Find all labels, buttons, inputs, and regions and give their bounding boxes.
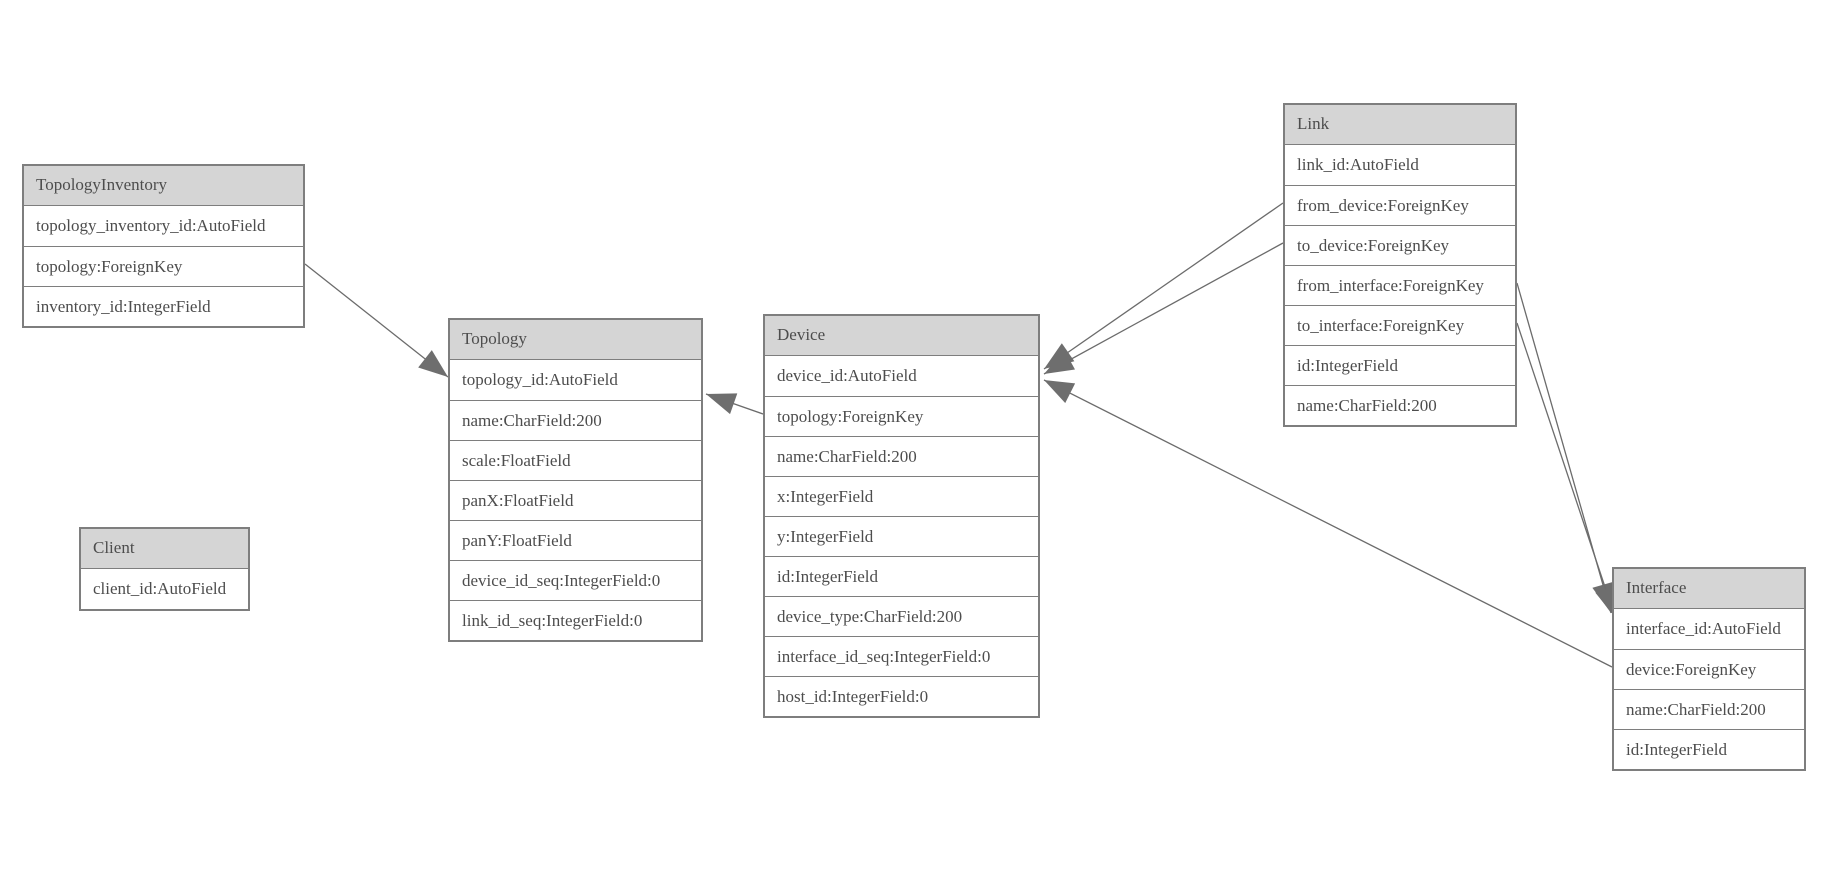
entity-device: Device device_id:AutoField topology:Fore… <box>763 314 1040 718</box>
field-row: from_device:ForeignKey <box>1285 185 1515 225</box>
field-row: device_id:AutoField <box>765 356 1038 396</box>
entity-interface: Interface interface_id:AutoField device:… <box>1612 567 1806 771</box>
entity-link: Link link_id:AutoField from_device:Forei… <box>1283 103 1517 427</box>
edge-link-to-device-to-device <box>1043 242 1284 375</box>
field-row: topology:ForeignKey <box>765 396 1038 436</box>
field-row: topology_id:AutoField <box>450 360 701 400</box>
field-row: interface_id_seq:IntegerField:0 <box>765 636 1038 676</box>
entity-header: Link <box>1285 105 1515 145</box>
field-row: inventory_id:IntegerField <box>24 286 303 326</box>
edge-topologyinventory-topology-to-topology <box>304 263 449 378</box>
field-row: topology_inventory_id:AutoField <box>24 206 303 246</box>
field-row: link_id:AutoField <box>1285 145 1515 185</box>
field-row: name:CharField:200 <box>765 436 1038 476</box>
field-row: client_id:AutoField <box>81 569 248 609</box>
entity-header: Interface <box>1614 569 1804 609</box>
field-row: name:CharField:200 <box>1614 689 1804 729</box>
field-row: id:IntegerField <box>1614 729 1804 769</box>
edge-link-to-interface-to-interface <box>1516 322 1617 618</box>
entity-header: Device <box>765 316 1038 356</box>
edge-link-from-device-to-device <box>1043 202 1284 370</box>
edge-device-topology-to-topology <box>705 393 764 415</box>
field-row: to_interface:ForeignKey <box>1285 305 1515 345</box>
entity-header: Client <box>81 529 248 569</box>
field-row: id:IntegerField <box>1285 345 1515 385</box>
field-row: name:CharField:200 <box>1285 385 1515 425</box>
field-row: to_device:ForeignKey <box>1285 225 1515 265</box>
field-row: device_id_seq:IntegerField:0 <box>450 560 701 600</box>
edge-interface-device-to-device <box>1043 379 1613 668</box>
field-row: scale:FloatField <box>450 440 701 480</box>
field-row: panY:FloatField <box>450 520 701 560</box>
field-row: device:ForeignKey <box>1614 649 1804 689</box>
field-row: x:IntegerField <box>765 476 1038 516</box>
entity-topology-inventory: TopologyInventory topology_inventory_id:… <box>22 164 305 328</box>
entity-header: TopologyInventory <box>24 166 303 206</box>
field-row: topology:ForeignKey <box>24 246 303 286</box>
field-row: y:IntegerField <box>765 516 1038 556</box>
entity-header: Topology <box>450 320 701 360</box>
field-row: panX:FloatField <box>450 480 701 520</box>
field-row: interface_id:AutoField <box>1614 609 1804 649</box>
field-row: from_interface:ForeignKey <box>1285 265 1515 305</box>
field-row: name:CharField:200 <box>450 400 701 440</box>
field-row: host_id:IntegerField:0 <box>765 676 1038 716</box>
entity-client: Client client_id:AutoField <box>79 527 250 611</box>
entity-topology: Topology topology_id:AutoField name:Char… <box>448 318 703 642</box>
field-row: id:IntegerField <box>765 556 1038 596</box>
field-row: device_type:CharField:200 <box>765 596 1038 636</box>
field-row: link_id_seq:IntegerField:0 <box>450 600 701 640</box>
